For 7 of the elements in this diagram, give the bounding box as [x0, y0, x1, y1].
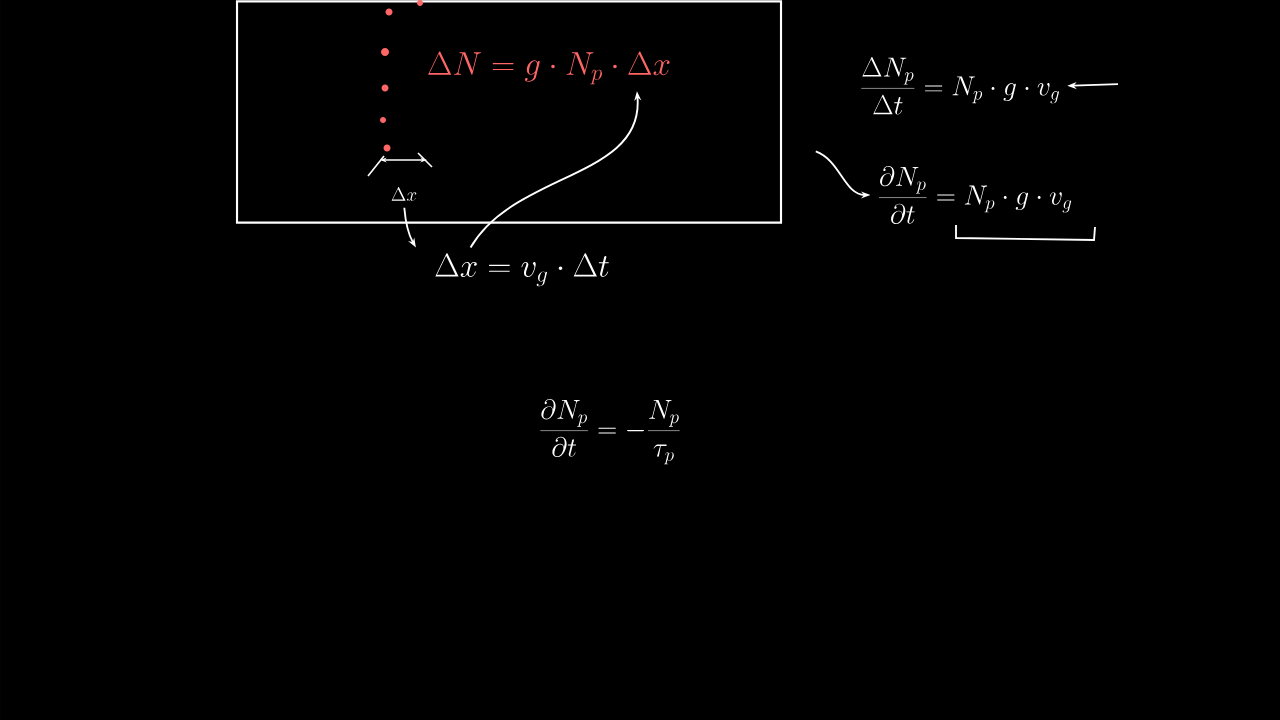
- formula: $\Delta x = v_g \cdot \Delta t$: [435, 253, 609, 287]
- formula: $\Delta N = g \cdot N_p \cdot \Delta x$: [428, 51, 670, 85]
- box-outline: [235, 0, 783, 224]
- formula: $\frac{\Delta N_p}{\Delta t} = N_p \cdot g \cdot v_g$: [861, 57, 1059, 115]
- formula: $\frac{\partial N_p}{\partial t} = N_p \cdot g \cdot v_g$: [879, 166, 1072, 224]
- dimension-label: $\Delta x$: [391, 187, 417, 201]
- formula: $\frac{\partial N_p}{\partial t} = -\frac{N_p}{\tau_p}$: [540, 399, 680, 465]
